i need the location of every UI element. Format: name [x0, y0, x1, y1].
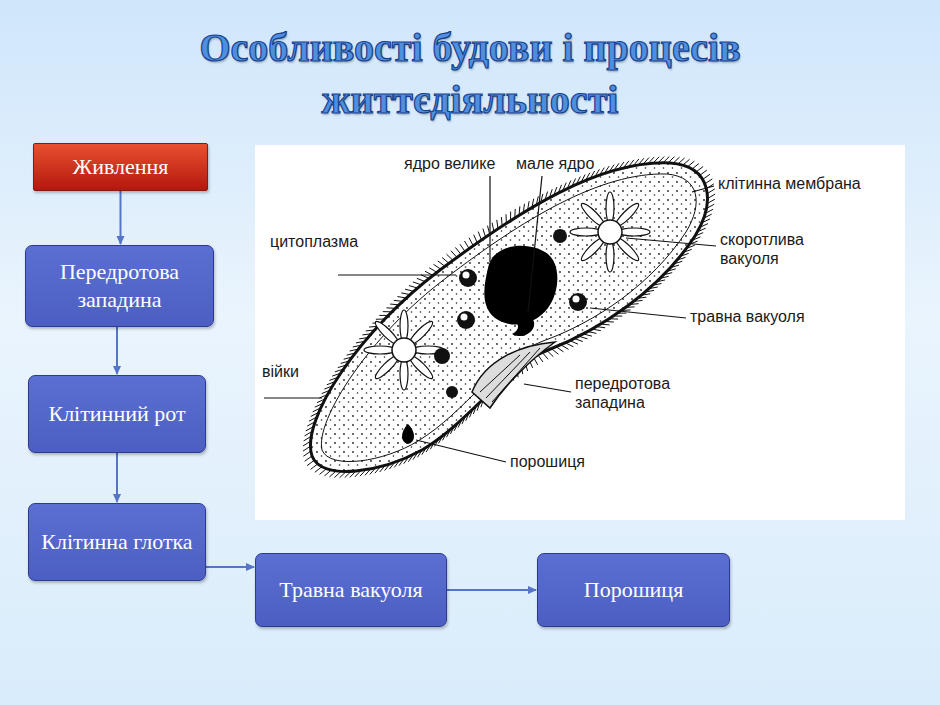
- flow-arrow: [116, 327, 118, 374]
- oral-groove: [472, 342, 555, 408]
- process-box: Травна вакуоля: [255, 553, 447, 627]
- part-label: травна вакуоля: [690, 307, 805, 326]
- cilia: [303, 157, 715, 478]
- node-text: Клітинний рот: [48, 400, 185, 428]
- micronucleus: [506, 312, 534, 336]
- vacuole-canal: [400, 358, 408, 390]
- flow-arrow: [120, 191, 122, 244]
- part-label: війки: [262, 362, 299, 381]
- process-box: Порошиця: [537, 553, 730, 627]
- contractile-vacuole: [364, 310, 444, 390]
- contractile-vacuole: [570, 192, 650, 272]
- part-label: ядро велике: [404, 154, 495, 173]
- nutrition-box: Живлення: [33, 143, 208, 191]
- process-box: Передротова западина: [25, 245, 214, 327]
- part-label: порошиця: [510, 452, 585, 471]
- node-text: Клітинна глотка: [41, 528, 192, 556]
- part-label: цитоплазма: [270, 232, 358, 251]
- part-label: мале ядро: [516, 154, 594, 173]
- flow-arrow: [206, 566, 254, 568]
- vacuole-canal: [570, 228, 602, 236]
- process-box: Клітинна глотка: [28, 503, 206, 581]
- leader-line: [264, 176, 716, 462]
- node-text: Порошиця: [584, 576, 684, 604]
- part-label: передротова западина: [575, 374, 680, 412]
- node-text: Передротова западина: [36, 258, 203, 314]
- part-label: клітинна мембрана: [718, 174, 861, 193]
- vacuole-canal: [606, 192, 614, 224]
- vacuole-canal: [606, 240, 614, 272]
- anal-pore: [402, 424, 414, 444]
- vacuole-canal: [400, 310, 408, 342]
- inner-membrane: [321, 174, 696, 462]
- flow-arrow: [447, 589, 536, 591]
- node-text: Травна вакуоля: [279, 576, 422, 604]
- process-box: Клітинний рот: [28, 375, 206, 453]
- slide-title: Особливості будови і процесів життєдіяль…: [90, 22, 850, 126]
- cell-membrane: [310, 163, 707, 472]
- flow-arrow: [116, 453, 118, 502]
- food-vacuole: [434, 229, 587, 398]
- part-label: скоротлива вакуоля: [720, 230, 830, 268]
- vacuole-canal: [364, 346, 396, 354]
- vacuole-canal: [618, 228, 650, 236]
- node-text: Живлення: [73, 153, 169, 181]
